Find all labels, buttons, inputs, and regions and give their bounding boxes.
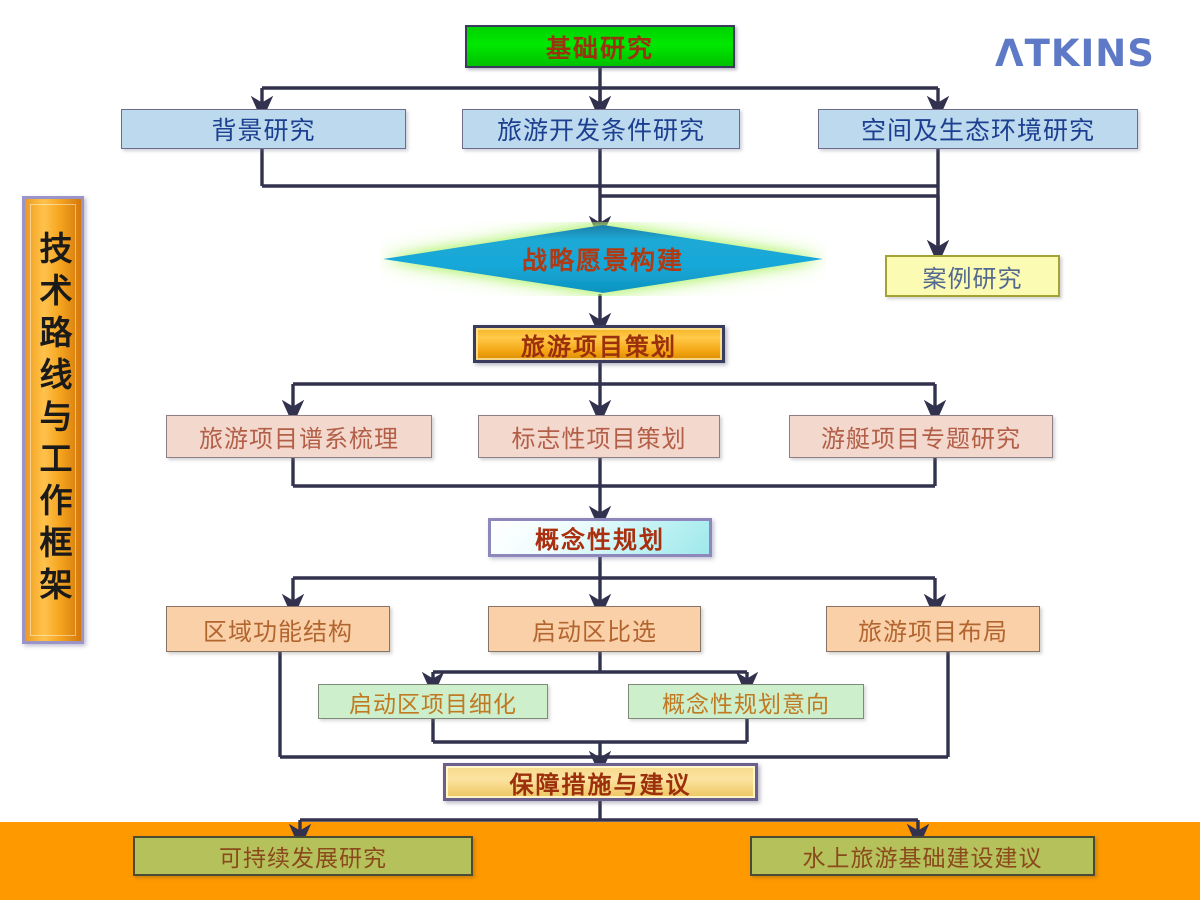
node-spatial-ecological-environment[interactable]: 空间及生态环境研究 [818,109,1138,149]
node-strategic-vision[interactable]: 战略愿景构建 [380,222,826,296]
node-label: 启动区项目细化 [349,691,517,718]
vertical-title-label: 技术路线与工作框架 [34,231,73,609]
node-conceptual-planning[interactable]: 概念性规划 [488,518,712,557]
node-label: 启动区比选 [532,617,657,646]
node-label: 案例研究 [922,264,1023,293]
node-yacht-project-research[interactable]: 游艇项目专题研究 [789,415,1053,458]
node-safeguard-measures[interactable]: 保障措施与建议 [443,763,758,801]
node-label: 概念性规划 [535,526,665,554]
banner-inner-bevel [30,204,76,636]
node-label: 旅游项目策划 [521,332,677,361]
node-label: 旅游开发条件研究 [496,116,705,145]
node-sustainable-development-research[interactable]: 可持续发展研究 [133,836,473,876]
node-label: 概念性规划意向 [662,691,830,718]
node-startup-zone-comparison[interactable]: 启动区比选 [488,606,701,652]
node-tourism-development-conditions[interactable]: 旅游开发条件研究 [462,109,740,149]
node-label: 区域功能结构 [203,617,353,646]
node-label: 可持续发展研究 [219,846,387,872]
node-label: 游艇项目专题研究 [821,425,1021,453]
node-label: 旅游项目谱系梳理 [199,425,399,453]
node-label: 标志性项目策划 [511,425,687,453]
node-tourism-project-planning[interactable]: 旅游项目策划 [473,325,725,363]
node-conceptual-planning-intent[interactable]: 概念性规划意向 [628,684,864,719]
node-landmark-project-planning[interactable]: 标志性项目策划 [478,415,720,458]
atkins-logo: ΛTKINS [995,32,1155,75]
node-water-tourism-infrastructure[interactable]: 水上旅游基础建设建议 [750,836,1095,876]
node-label: 战略愿景构建 [521,246,684,275]
node-project-lineage-review[interactable]: 旅游项目谱系梳理 [166,415,432,458]
node-startup-zone-detailing[interactable]: 启动区项目细化 [318,684,548,719]
node-regional-function-structure[interactable]: 区域功能结构 [166,606,390,652]
node-basic-research[interactable]: 基础研究 [465,25,735,68]
node-label: 基础研究 [545,33,654,63]
node-tourism-project-layout[interactable]: 旅游项目布局 [826,606,1040,652]
vertical-title-banner: 技术路线与工作框架 [22,196,84,644]
diamond-shape [383,225,823,293]
node-label: 旅游项目布局 [858,617,1008,646]
node-label: 保障措施与建议 [509,770,692,799]
node-label: 水上旅游基础建设建议 [802,846,1043,872]
node-label: 背景研究 [211,116,316,145]
node-label: 空间及生态环境研究 [860,116,1095,145]
node-case-study[interactable]: 案例研究 [885,255,1060,297]
node-background-research[interactable]: 背景研究 [121,109,406,149]
